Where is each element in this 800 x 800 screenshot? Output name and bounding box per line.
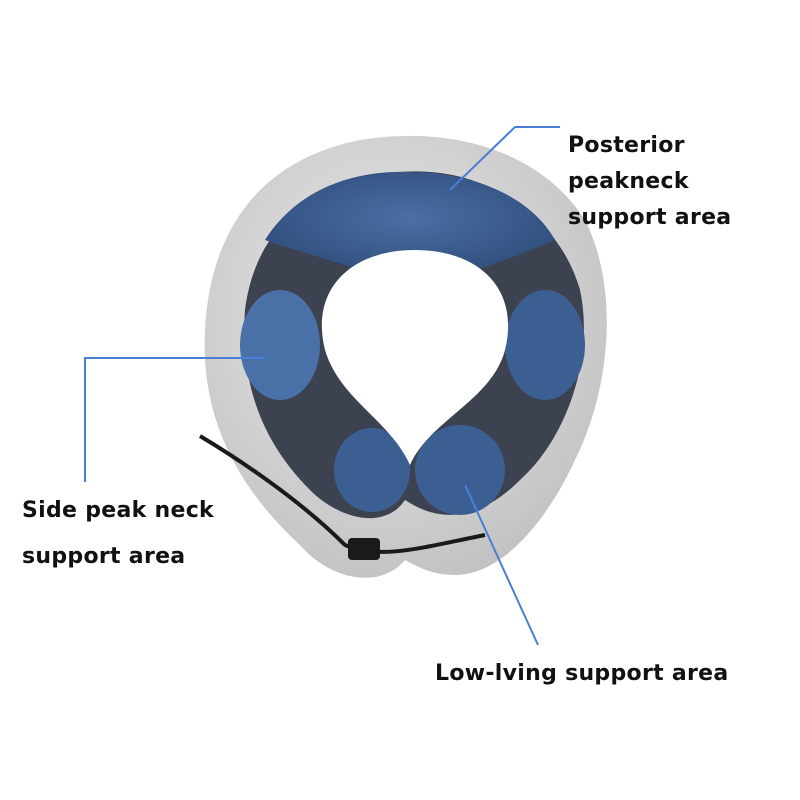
side-support-label: Side peak neck support area [22, 488, 214, 580]
low-label-line1: Low-lving support area [435, 661, 729, 686]
side-leader-line [84, 357, 265, 482]
posterior-support-label: Posterior peakneck support area [568, 128, 800, 236]
low-support-label: Low-lving support area [435, 656, 729, 692]
side-label-line2: support area [22, 544, 186, 569]
strap-buckle [348, 538, 380, 560]
posterior-pad [265, 171, 555, 275]
left-low-pad [334, 428, 410, 512]
pillow-strap [198, 434, 486, 554]
right-low-pad [415, 425, 505, 515]
posterior-label-line1: Posterior peakneck [568, 133, 689, 194]
left-side-pad [240, 290, 320, 400]
posterior-leader-line [449, 126, 560, 191]
pillow-center-hole [321, 250, 509, 465]
low-leader-line [464, 484, 539, 646]
side-label-line1: Side peak neck [22, 498, 214, 523]
right-side-pad [505, 290, 585, 400]
posterior-label-line2: support area [568, 205, 732, 230]
